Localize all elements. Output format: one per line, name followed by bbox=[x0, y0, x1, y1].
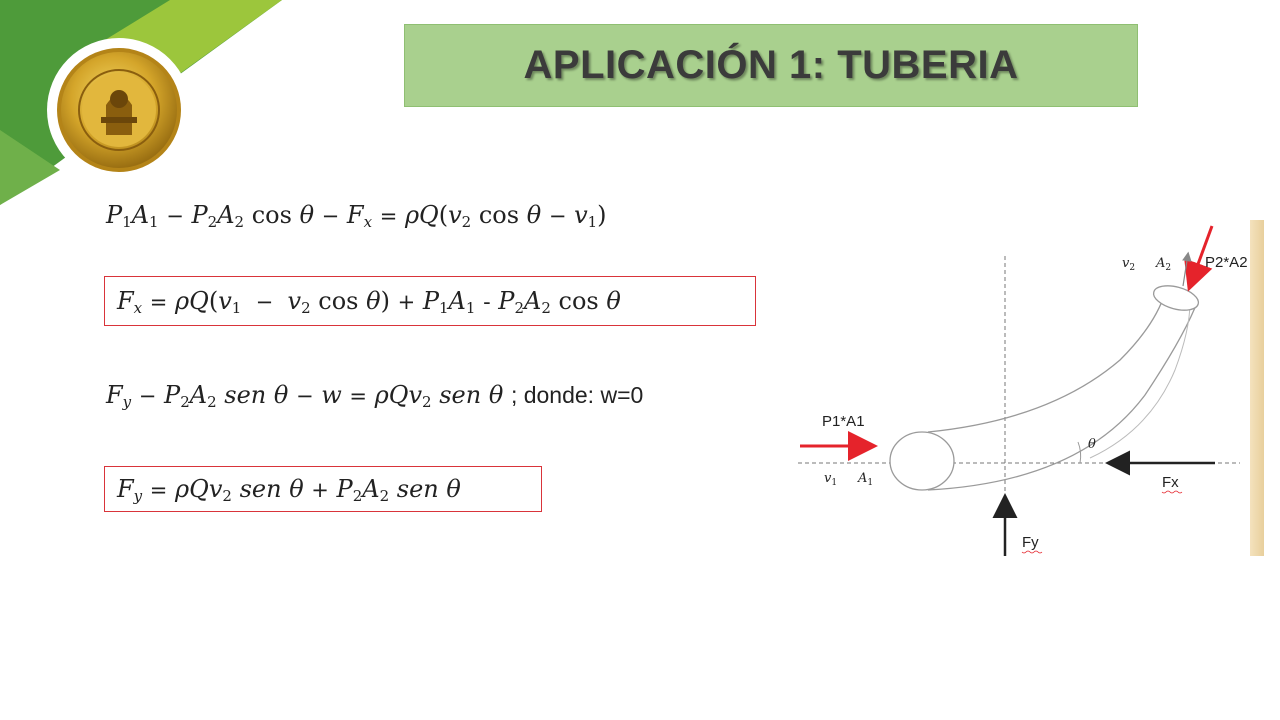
p1a1-label: P1*A1 bbox=[822, 413, 865, 430]
fx-underline bbox=[1161, 490, 1183, 494]
equation-momentum-y: Fy − P2A2 sen θ − w = ρQv2 sen θ ; donde… bbox=[106, 381, 644, 411]
fy-label: Fy bbox=[1022, 534, 1039, 551]
theta-label: θ bbox=[1088, 437, 1096, 452]
velocity-out-arrow bbox=[1182, 251, 1192, 287]
equation-momentum-x: P1A1 − P2A2 cos θ − Fx = ρQ(v2 cos θ − v… bbox=[106, 201, 607, 231]
pipe-inner-line bbox=[1089, 301, 1191, 459]
p2a2-label: P2*A2 bbox=[1205, 254, 1248, 271]
university-seal-icon bbox=[57, 48, 181, 172]
angle-arc bbox=[1077, 441, 1082, 464]
fx-label: Fx bbox=[1162, 474, 1179, 491]
outlet-force-arrow bbox=[1184, 225, 1214, 292]
equation-fx-result: Fx = ρQ(v1 − v2 cos θ) + P1A1 - P2A2 cos… bbox=[104, 276, 756, 326]
fy-underline bbox=[1021, 550, 1043, 554]
pipe-outer-top bbox=[927, 292, 1166, 433]
pipe-diagram: θ P1*A1 P2*A2 Fx Fy v1 A1 v2 A2 bbox=[798, 225, 1248, 556]
v2-label: v2 bbox=[1122, 256, 1135, 273]
a1-label: A1 bbox=[857, 471, 873, 488]
equation-fy-result: Fy = ρQv2 sen θ + P2A2 sen θ bbox=[104, 466, 542, 512]
v1-label: v1 bbox=[824, 471, 837, 488]
pipe-outlet-opening bbox=[1152, 285, 1200, 311]
equation-note: ; donde: w=0 bbox=[510, 382, 644, 408]
title-banner: APLICACIÓN 1: TUBERIA bbox=[404, 24, 1138, 107]
page-title: APLICACIÓN 1: TUBERIA bbox=[523, 43, 1019, 87]
right-edge-strip bbox=[1250, 220, 1264, 556]
pipe-outer-bottom bbox=[927, 299, 1199, 491]
a2-label: A2 bbox=[1155, 256, 1171, 273]
green-triangle-mid bbox=[0, 130, 60, 205]
pipe-inlet-opening bbox=[889, 431, 955, 491]
